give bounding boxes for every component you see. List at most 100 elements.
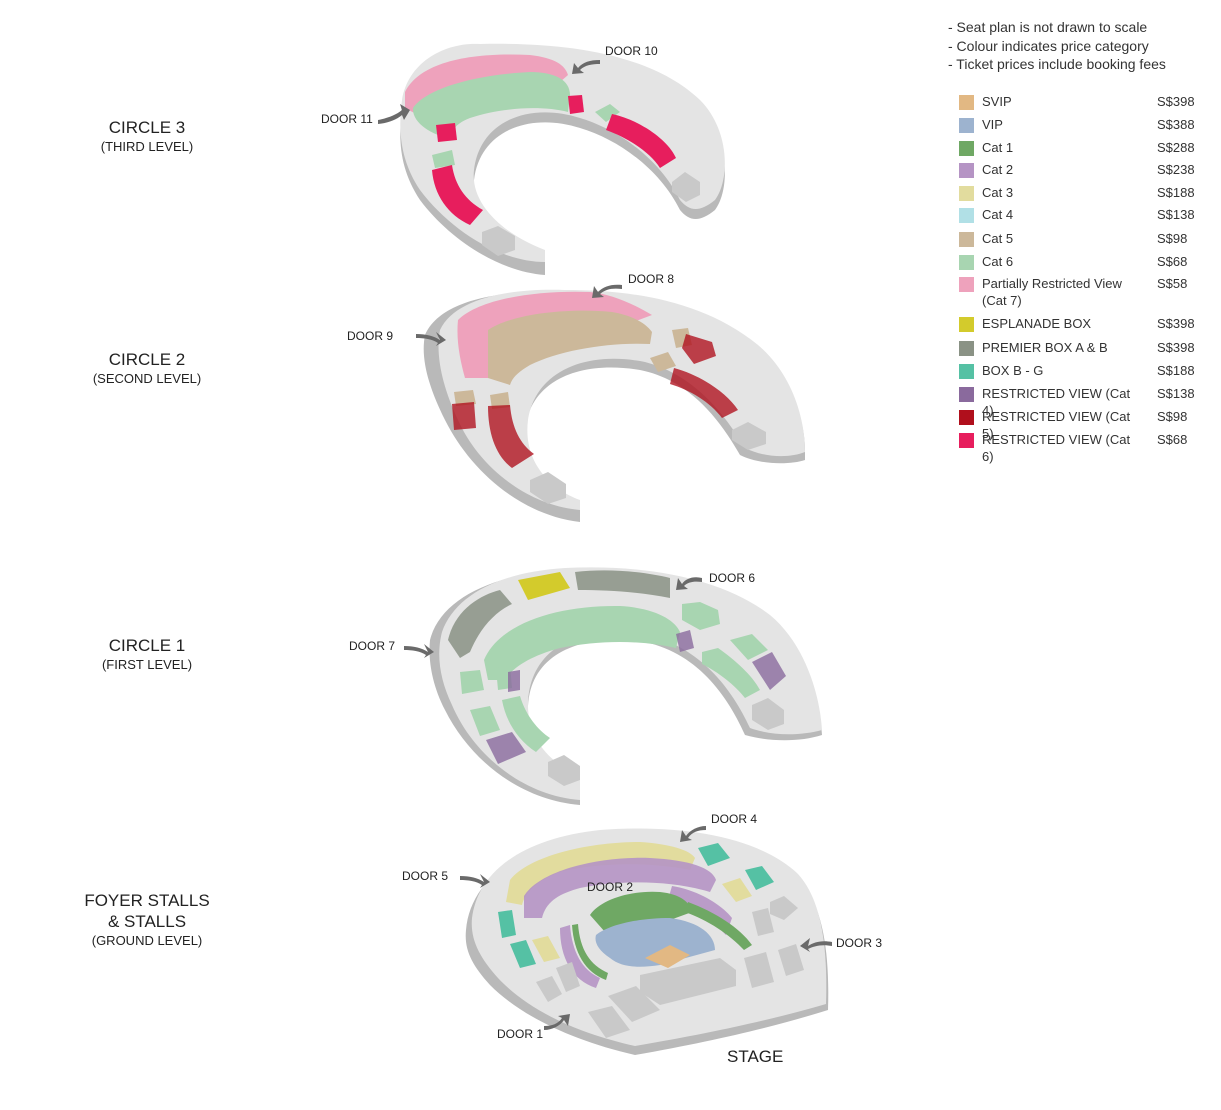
level-name: CIRCLE 1 — [108, 636, 186, 655]
arrow-door4 — [680, 826, 706, 842]
circle1-rv4-1 — [676, 630, 694, 652]
note-line: - Seat plan is not drawn to scale — [948, 19, 1148, 35]
circle1-cat6-4 — [702, 648, 760, 698]
legend-price: S$398 — [1157, 316, 1195, 331]
legend-row-esplanade-box: ESPLANADE BOX S$398 — [956, 315, 1201, 339]
circle1-esplanade-box — [518, 572, 570, 600]
circle3-rv6-4 — [432, 165, 483, 225]
circle1-tech-2 — [548, 755, 580, 786]
legend-price: S$98 — [1157, 409, 1188, 424]
door-label-11: DOOR 11 — [321, 112, 373, 126]
legend-row-svip: SVIP S$398 — [956, 93, 1201, 116]
level-subtitle: (THIRD LEVEL) — [100, 139, 194, 154]
legend-price: S$188 — [1157, 363, 1195, 378]
arrow-door11 — [378, 104, 410, 124]
stalls-tech-6 — [556, 962, 580, 992]
level-title-circle1: CIRCLE 1 (FIRST LEVEL) — [17, 635, 277, 673]
circle1-rv4-3 — [752, 652, 786, 690]
legend-swatch — [959, 433, 974, 448]
legend-swatch — [959, 387, 974, 402]
circle1-cat6-3 — [730, 634, 768, 660]
stalls-cat1-right — [685, 902, 752, 950]
legend-row-cat7: Partially Restricted View (Cat 7) S$58 — [956, 275, 1201, 315]
circle2-rv5-1 — [682, 334, 716, 364]
circle1-plan — [429, 567, 822, 805]
stalls-plan — [465, 828, 829, 1055]
door-label-6: DOOR 6 — [709, 571, 756, 585]
level-name: CIRCLE 3 — [108, 118, 186, 137]
legend-swatch — [959, 208, 974, 223]
stage-label: STAGE — [727, 1047, 784, 1066]
arrow-door5 — [460, 874, 490, 888]
circle2-cat5-block — [488, 310, 652, 385]
legend-swatch — [959, 163, 974, 178]
circle1-cat6-2 — [682, 602, 720, 630]
price-legend: SVIP S$398 VIP S$388 Cat 1 S$288 Cat 2 S… — [956, 93, 1201, 464]
door-arrows — [378, 60, 832, 1030]
circle2-cat5-small-3 — [454, 390, 476, 406]
legend-price: S$58 — [1157, 276, 1188, 291]
door-label-8: DOOR 8 — [628, 272, 675, 286]
circle2-rv5-3 — [452, 402, 476, 430]
circle3-tech-1 — [672, 172, 700, 202]
circle3-rv6-1 — [436, 123, 457, 142]
circle1-tech-1 — [752, 698, 784, 730]
seat-plan-notes: - Seat plan is not drawn to scale - Colo… — [948, 18, 1166, 74]
stalls-stage-front — [640, 958, 736, 1005]
legend-swatch — [959, 364, 974, 379]
level-subtitle: (SECOND LEVEL) — [92, 371, 202, 386]
stalls-tech-3 — [744, 952, 774, 988]
stalls-svip — [645, 945, 690, 968]
circle3-plan — [400, 43, 725, 275]
legend-label: PREMIER BOX A & B — [982, 340, 1108, 355]
stalls-cat1-center — [590, 891, 692, 932]
level-title-circle3: CIRCLE 3 (THIRD LEVEL) — [17, 117, 277, 155]
door-label-5: DOOR 5 — [402, 869, 449, 883]
circle2-cat5-small-4 — [490, 392, 510, 409]
legend-row-rv-cat4: RESTRICTED VIEW (Cat 4) S$138 — [956, 385, 1201, 418]
level-subtitle: (GROUND LEVEL) — [91, 933, 203, 948]
legend-price: S$188 — [1157, 185, 1195, 200]
circle2-cat5-small-2 — [650, 352, 676, 372]
arrow-door1 — [544, 1014, 570, 1030]
legend-swatch — [959, 255, 974, 270]
legend-label: Cat 2 — [982, 162, 1014, 177]
arrow-door8 — [592, 284, 622, 298]
legend-row-rv-cat6: RESTRICTED VIEW (Cat 6) S$68 — [956, 431, 1201, 464]
legend-label: Cat 5 — [982, 231, 1014, 246]
stalls-tech-4 — [778, 944, 804, 976]
note-line: - Colour indicates price category — [948, 37, 1149, 54]
stalls-box-2 — [745, 866, 774, 890]
level-name: FOYER STALLS — [84, 891, 210, 910]
legend-price: S$138 — [1157, 386, 1195, 401]
legend-label: SVIP — [982, 94, 1012, 109]
stalls-tech-2 — [752, 908, 774, 936]
stalls-tech-1 — [770, 896, 798, 920]
level-name: CIRCLE 2 — [108, 350, 186, 369]
stalls-cat3-small-2 — [532, 936, 560, 962]
legend-label: Partially Restricted View (Cat 7) — [982, 275, 1142, 309]
door-label-2: DOOR 2 — [587, 880, 634, 894]
circle3-cat6-small-2 — [432, 150, 455, 168]
stalls-tech-5 — [536, 976, 562, 1002]
legend-row-vip: VIP S$388 — [956, 116, 1201, 139]
legend-label: BOX B - G — [982, 363, 1044, 378]
stalls-cat1-left — [572, 924, 608, 980]
circle1-cat6-7 — [470, 706, 500, 736]
circle1-premier-box-2 — [575, 570, 670, 598]
door-label-10: DOOR 10 — [605, 44, 658, 58]
legend-price: S$138 — [1157, 207, 1195, 222]
legend-swatch — [959, 118, 974, 133]
circle1-rv4-4 — [486, 732, 526, 764]
stalls-box-3 — [498, 910, 516, 938]
circle2-rv5-4 — [488, 405, 534, 468]
circle1-cat6-8 — [502, 696, 550, 752]
legend-label: Cat 6 — [982, 254, 1014, 269]
legend-row-premier-box: PREMIER BOX A & B S$398 — [956, 339, 1201, 362]
legend-row-cat4: Cat 4 S$138 — [956, 206, 1201, 230]
arrow-door6 — [676, 577, 702, 590]
door-label-1: DOOR 1 — [497, 1027, 544, 1041]
legend-row-cat1: Cat 1 S$288 — [956, 139, 1201, 161]
legend-swatch — [959, 410, 974, 425]
legend-swatch — [959, 317, 974, 332]
